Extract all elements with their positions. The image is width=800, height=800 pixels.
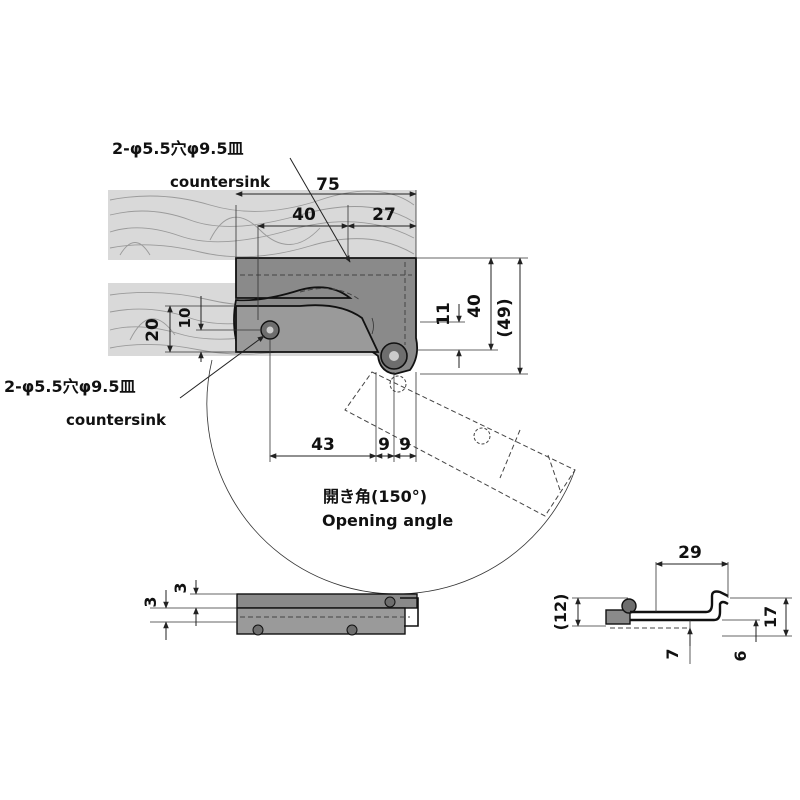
dim-40-right: 40 (465, 294, 485, 318)
side-dim-3-a: 3 (141, 596, 160, 607)
opening-angle-label-jp: 開き角(150°) (323, 487, 427, 506)
opening-angle-arc (206, 359, 576, 595)
hinge-lower-leaf (235, 304, 380, 353)
end-dim-6: 6 (731, 650, 750, 661)
opening-angle-label-en: Opening angle (322, 511, 453, 530)
dim-20: 20 (143, 318, 163, 342)
dim-43: 43 (311, 435, 335, 455)
dim-40-top: 40 (292, 205, 316, 225)
wood-board-top (108, 190, 416, 260)
hole-spec-top: 2-φ5.5穴φ9.5皿 (112, 139, 244, 158)
end-dim-29: 29 (678, 543, 702, 563)
opened-phantom-part (344, 371, 576, 517)
dim-75: 75 (316, 175, 340, 195)
dim-9-b: 9 (399, 435, 411, 455)
side-view (236, 593, 419, 636)
end-dim-12: (12) (551, 594, 570, 631)
end-dim-17: 17 (761, 606, 780, 628)
upper-screw-mark (371, 317, 374, 335)
dim-11: 11 (434, 302, 454, 326)
hole-spec-left: 2-φ5.5穴φ9.5皿 (4, 377, 136, 396)
end-view (605, 590, 729, 629)
countersink-top: countersink (170, 173, 271, 191)
countersink-left: countersink (66, 411, 167, 429)
dim-10: 10 (176, 308, 194, 329)
dim-9-a: 9 (378, 435, 390, 455)
end-dim-7: 7 (663, 648, 682, 659)
dim-49: (49) (495, 298, 515, 337)
dim-27: 27 (372, 205, 396, 225)
side-dim-3-b: 3 (171, 582, 190, 593)
